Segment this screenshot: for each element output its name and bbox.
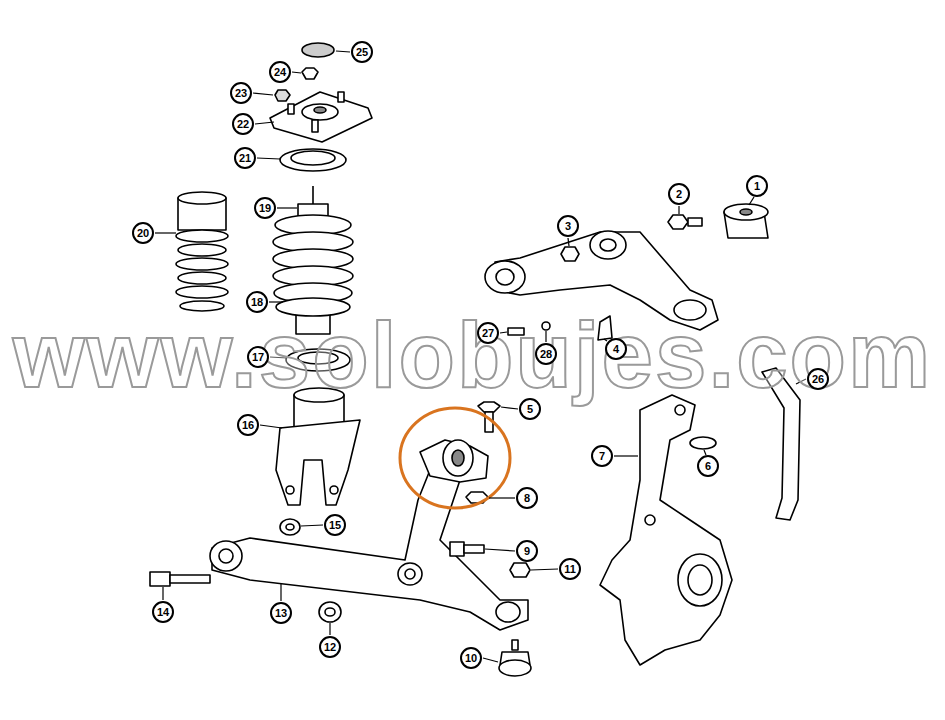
callout-circle: 26 bbox=[807, 368, 829, 390]
callout-circle: 2 bbox=[668, 183, 690, 205]
callout-number: 25 bbox=[356, 47, 368, 58]
callout-number: 19 bbox=[259, 203, 271, 214]
callout-circle: 4 bbox=[605, 338, 627, 360]
callout-circle: 8 bbox=[516, 487, 538, 509]
callout-number: 26 bbox=[812, 374, 824, 385]
callout-number: 2 bbox=[676, 189, 682, 200]
callout-circle: 18 bbox=[246, 291, 268, 313]
callout-number: 6 bbox=[705, 461, 711, 472]
callout-number: 8 bbox=[524, 493, 530, 504]
callout-number: 9 bbox=[524, 546, 530, 557]
callout-number: 12 bbox=[324, 642, 336, 653]
callout-number: 3 bbox=[565, 221, 571, 232]
callout-number: 23 bbox=[235, 88, 247, 99]
callout-circle: 10 bbox=[460, 647, 482, 669]
highlight-ring bbox=[400, 408, 510, 508]
callout-circle: 22 bbox=[232, 113, 254, 135]
watermark: www.solobujes.com bbox=[13, 309, 933, 402]
callout-circle: 15 bbox=[324, 514, 346, 536]
callout-number: 22 bbox=[237, 119, 249, 130]
callout-number: 11 bbox=[564, 564, 576, 575]
callout-number: 28 bbox=[540, 349, 552, 360]
callout-circle: 21 bbox=[234, 147, 256, 169]
callout-circle: 6 bbox=[697, 455, 719, 477]
callout-number: 27 bbox=[482, 328, 494, 339]
callout-circle: 5 bbox=[519, 398, 541, 420]
callout-circle: 14 bbox=[152, 601, 174, 623]
callout-circle: 19 bbox=[254, 197, 276, 219]
callout-number: 13 bbox=[275, 608, 287, 619]
callout-number: 24 bbox=[274, 67, 286, 78]
callout-circle: 20 bbox=[132, 222, 154, 244]
callout-circle: 11 bbox=[559, 558, 581, 580]
callout-number: 21 bbox=[239, 153, 251, 164]
callout-circle: 9 bbox=[516, 540, 538, 562]
callout-circle: 17 bbox=[247, 346, 269, 368]
callout-circle: 28 bbox=[535, 343, 557, 365]
callout-number: 5 bbox=[527, 404, 533, 415]
callout-number: 1 bbox=[754, 181, 760, 192]
callout-circle: 23 bbox=[230, 82, 252, 104]
callout-circle: 25 bbox=[351, 41, 373, 63]
callout-number: 17 bbox=[252, 352, 264, 363]
callout-number: 15 bbox=[329, 520, 341, 531]
callout-circle: 1 bbox=[746, 175, 768, 197]
callout-number: 20 bbox=[137, 228, 149, 239]
callout-number: 14 bbox=[157, 607, 169, 618]
callout-circle: 16 bbox=[237, 414, 259, 436]
callout-circle: 12 bbox=[319, 636, 341, 658]
callout-circle: 24 bbox=[269, 61, 291, 83]
callout-number: 16 bbox=[242, 420, 254, 431]
callout-circle: 27 bbox=[477, 322, 499, 344]
callout-number: 4 bbox=[613, 344, 619, 355]
callout-number: 18 bbox=[251, 297, 263, 308]
callout-circle: 3 bbox=[557, 215, 579, 237]
callout-circle: 7 bbox=[591, 445, 613, 467]
callout-number: 10 bbox=[465, 653, 477, 664]
callout-number: 7 bbox=[599, 451, 605, 462]
callout-circle: 13 bbox=[270, 602, 292, 624]
